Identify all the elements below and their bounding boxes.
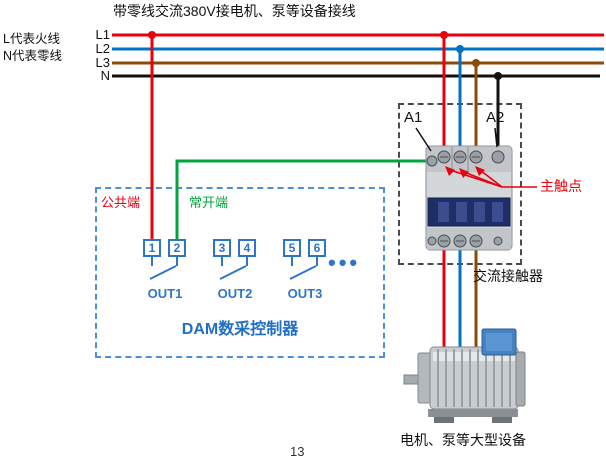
motor-fins	[437, 349, 511, 407]
motor-caption: 电机、泵等大型设备	[400, 432, 526, 448]
line-label-n: N	[100, 68, 110, 83]
motor-body	[429, 346, 519, 410]
terminal-2: 2	[168, 239, 186, 257]
motor-terminal-box	[481, 328, 517, 356]
diagram-title: 带零线交流380V接电机、泵等设备接线	[113, 3, 356, 19]
junction-dots	[148, 31, 502, 80]
motor-base	[428, 409, 518, 417]
line-label-l3: L3	[95, 55, 110, 70]
line-label-l1: L1	[95, 27, 110, 42]
common-terminal-label: 公共端	[101, 195, 141, 210]
terminal-6: 6	[308, 239, 326, 257]
out2-label: OUT2	[217, 286, 253, 301]
main-contact-label: 主触点	[540, 178, 582, 194]
terminal-1: 1	[143, 239, 161, 257]
power-bus-lines	[112, 33, 604, 78]
coil-a2-label: A2	[486, 109, 505, 126]
terminal-5: 5	[283, 239, 301, 257]
contactor-caption: 交流接触器	[473, 268, 543, 284]
terminal-3: 3	[213, 239, 231, 257]
contactor-box	[398, 103, 522, 265]
motor-shaft	[403, 374, 421, 385]
terminal-4: 4	[238, 239, 256, 257]
page-number: 13	[290, 444, 305, 459]
coil-a1-label: A1	[404, 109, 423, 126]
normally-open-label: 常开端	[189, 195, 229, 210]
out3-label: OUT3	[287, 286, 323, 301]
legend-neutral-wire: N代表零线	[3, 49, 63, 63]
line-label-l2: L2	[95, 41, 110, 56]
legend-live-wire: L代表火线	[3, 32, 60, 46]
out1-label: OUT1	[147, 286, 183, 301]
controller-name: DAM数采控制器	[181, 321, 299, 338]
more-outputs-ellipsis: •••	[328, 250, 361, 275]
motor-graphic	[403, 328, 526, 423]
